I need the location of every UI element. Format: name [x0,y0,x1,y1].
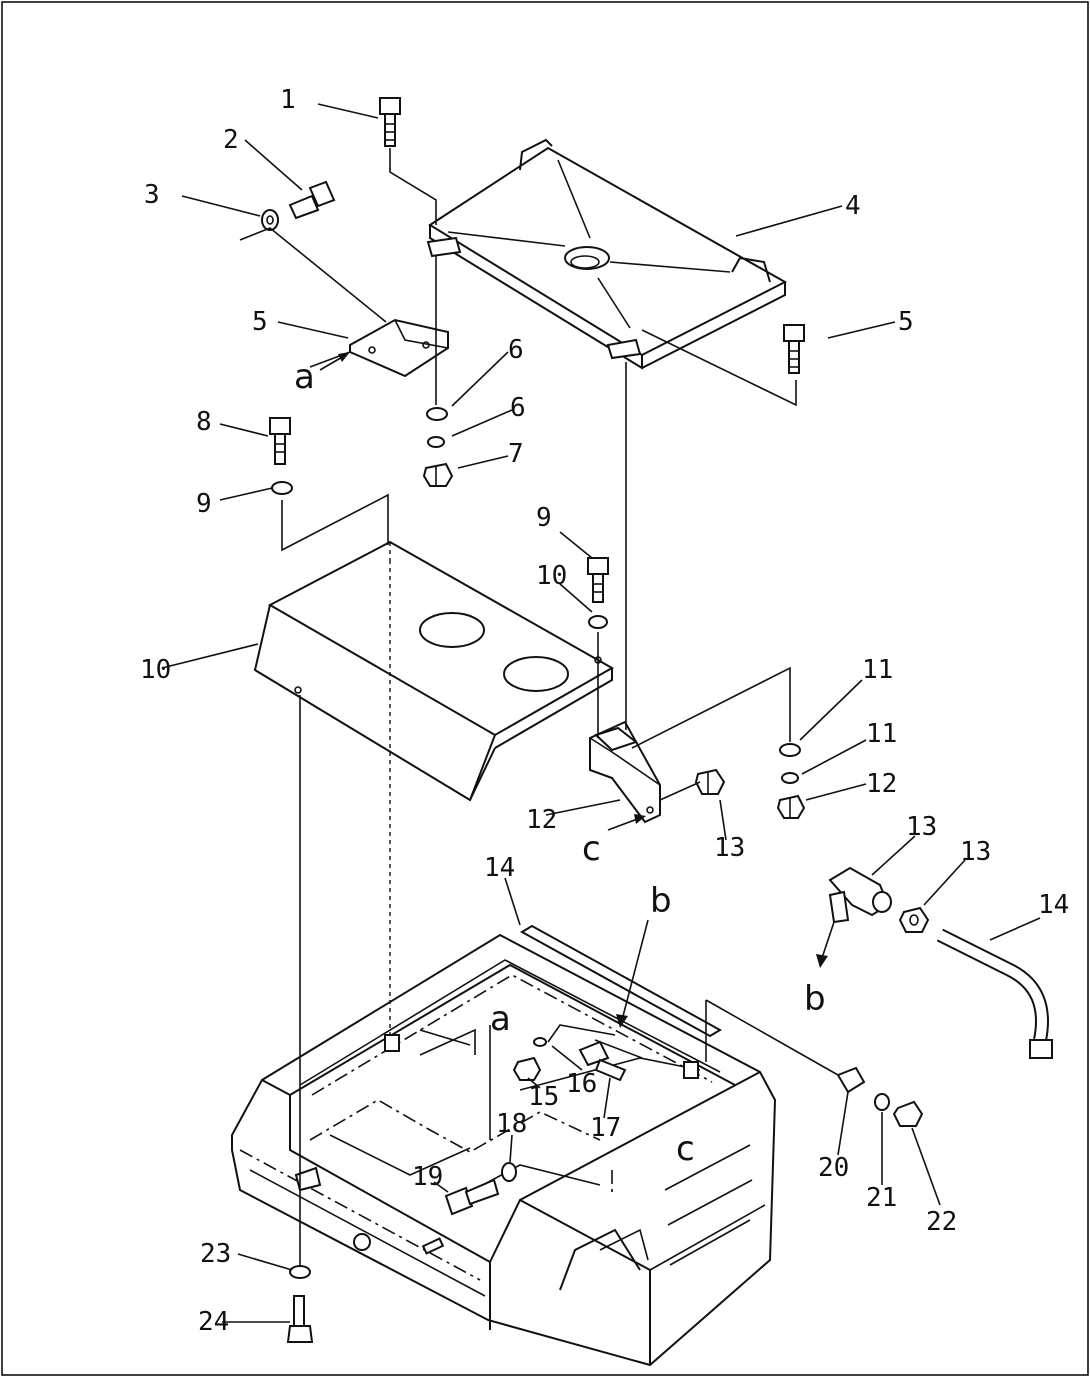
part-10-washer-upper [261,209,279,231]
ref-b-lower: b [804,979,826,1019]
ref-a-upper: a [294,357,315,397]
part-14-washer-right [779,743,801,757]
callout-5: 9 [536,503,552,533]
ref-b-upper: b [650,881,672,921]
part-22-hose [936,928,1053,1059]
callout-21: 13 [960,837,991,867]
part-9-bolt-upper [288,180,336,220]
ref-c-upper: c [582,829,601,869]
part-5-bolt-left [269,417,291,465]
callout-12: 11 [866,719,897,749]
callout-2: 24 [198,1307,229,1337]
callout-3: 23 [200,1239,231,1269]
view-arrows [319,352,835,1028]
callout-11: 5 [898,307,914,337]
callout-19: 21 [866,1183,897,1213]
part-4-cover-plate [426,138,788,370]
part-11-bolt-right [783,324,805,374]
part-12-lockwasher-right [781,772,799,784]
part-14-washer-upper [426,407,448,421]
callout-14: 11 [862,655,893,685]
callout-17: 17 [590,1113,621,1143]
part-20-elbow-fitting [828,866,892,924]
callout-12: 6 [510,393,526,423]
part-8-bracket [309,318,449,378]
part-15-strip [519,924,723,1038]
callout-15: 14 [484,853,515,883]
part-13-nut-upper [422,462,454,487]
callout-13: 7 [508,439,524,469]
part-23-nut [512,1056,542,1081]
callout-9: 19 [412,1162,443,1192]
part-1-battery-cover [253,540,615,802]
callout-24: 16 [566,1069,597,1099]
part-12-lockwasher-upper [427,436,445,448]
callout-labels: 1 2 3 4 5 5 6 6 7 8 9 9 10 10 11 11 12 1… [140,85,1069,1337]
leader-lines [161,103,1041,1323]
callout-6: 10 [536,561,567,591]
part-21-nut [898,906,930,933]
part-18-nut [892,1100,924,1127]
part-19-washer [874,1093,890,1111]
callout-8: 5 [252,307,268,337]
callout-23: 15 [528,1082,559,1112]
part-3-washer [289,1265,311,1279]
callout-16: 20 [818,1153,849,1183]
part-9-bolt-lower [444,1178,500,1216]
part-2-bolt [286,1295,314,1343]
callout-10: 3 [144,180,160,210]
callout-7: 12 [526,805,557,835]
callout-20: 13 [906,812,937,842]
callout-10: 18 [496,1109,527,1139]
part-6-washer-left [271,481,293,495]
battery-base-frame [231,933,777,1367]
callout-4: 4 [845,191,861,221]
callout-13: 12 [866,769,897,799]
callout-18: 22 [926,1207,957,1237]
part-5-bolt-right [587,557,609,603]
part-24-washer [533,1037,547,1047]
assembly-lines [239,148,839,1265]
part-13-nut-bracket [694,768,726,795]
view-reference-labels: a a b b c c [294,357,826,1169]
ref-c-lower: c [676,1129,695,1169]
part-13-nut-right [776,794,806,819]
part-16-clip [836,1066,866,1094]
ref-a-lower: a [490,999,511,1039]
callout-11: 1 [280,85,296,115]
part-7-bracket [589,720,661,824]
callout-6: 9 [196,489,212,519]
callout-13: 13 [714,833,745,863]
part-17-bolt [578,1040,627,1082]
callout-5: 8 [196,407,212,437]
part-10-washer-lower [501,1162,517,1182]
part-6-washer-right [588,615,608,629]
callout-1: 10 [140,655,171,685]
callout-22: 14 [1038,890,1069,920]
callout-14: 6 [508,335,524,365]
part-11-bolt-upper [379,97,401,147]
callout-9: 2 [223,125,239,155]
